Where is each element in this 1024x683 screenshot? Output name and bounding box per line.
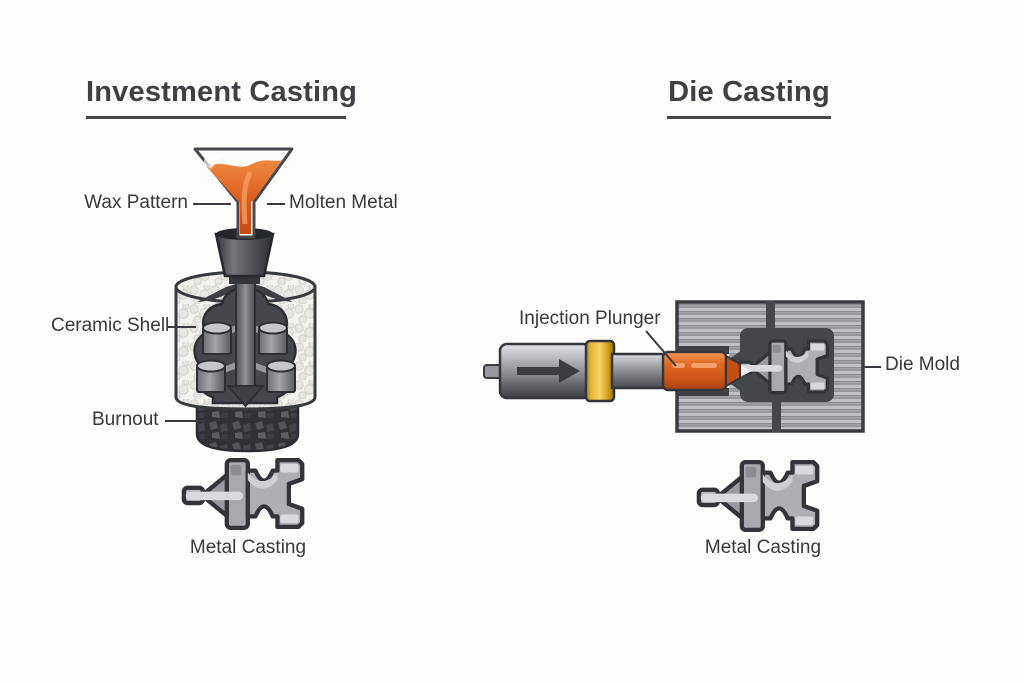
label-metal-casting-right: Metal Casting xyxy=(704,537,822,558)
injection-sleeve xyxy=(661,350,741,392)
label-die-mold: Die Mold xyxy=(885,354,960,375)
burnout-residue xyxy=(195,398,300,453)
funnel xyxy=(193,147,294,239)
injection-plunger-assembly xyxy=(483,339,741,403)
label-injection-plunger: Injection Plunger xyxy=(519,308,661,329)
plunger-tail xyxy=(483,364,502,379)
die-casting-illustration xyxy=(483,300,881,530)
die-casting-leader-lines xyxy=(645,330,881,368)
plunger-yellow-band xyxy=(584,339,616,403)
label-molten-metal: Molten Metal xyxy=(289,192,398,213)
mold-parting-line-bottom xyxy=(772,396,781,432)
investment-casting-title: Investment Casting xyxy=(86,76,357,119)
label-wax-pattern: Wax Pattern xyxy=(84,192,188,213)
die-casting-title: Die Casting xyxy=(667,76,831,119)
label-ceramic-shell: Ceramic Shell xyxy=(51,315,170,336)
label-burnout: Burnout xyxy=(92,409,159,430)
metal-casting-part-right xyxy=(699,462,817,530)
injection-direction-arrow xyxy=(517,359,580,383)
wax-pattern-tree xyxy=(196,279,296,408)
metal-casting-part-left xyxy=(184,460,302,528)
investment-casting-illustration xyxy=(165,147,317,528)
label-metal-casting-left: Metal Casting xyxy=(189,537,307,558)
mold-parting-line-top xyxy=(766,301,775,341)
investment-leader-lines xyxy=(165,203,285,422)
